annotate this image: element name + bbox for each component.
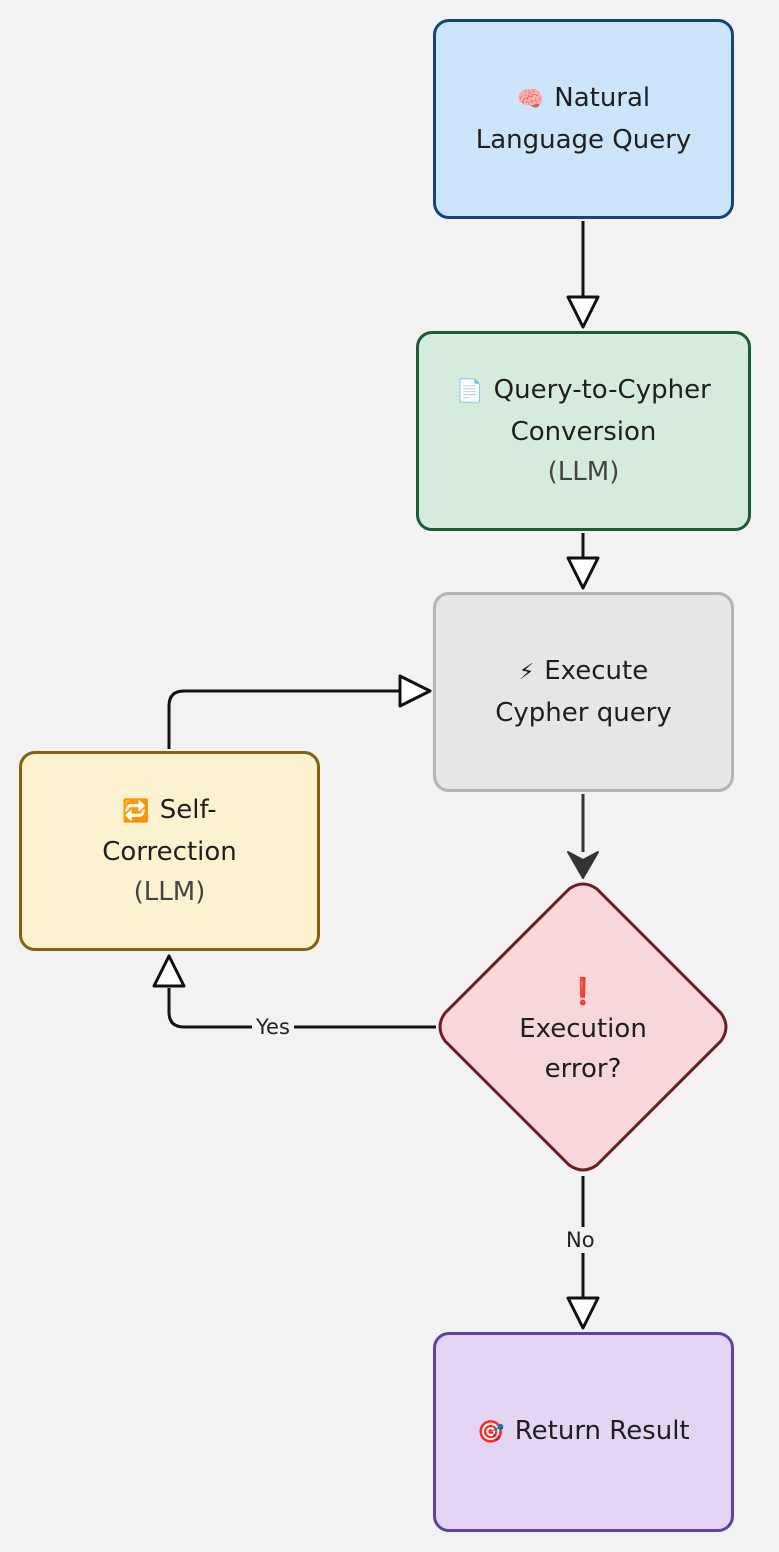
edge-error-to-result-arrow <box>566 1296 600 1330</box>
edge-error-to-selfcorrection <box>167 988 436 1029</box>
target-icon: 🎯 <box>477 1420 505 1445</box>
node-ret-line1: Return Result <box>514 1416 690 1446</box>
node-natural-language-query: 🧠 Natural Language Query <box>433 19 734 219</box>
node-exec-line1: Execute <box>544 656 649 686</box>
edge-nlq-to-conversion-arrow <box>566 295 600 329</box>
edge-label-yes: Yes <box>252 1014 294 1040</box>
node-query-to-cypher-conversion: 📄 Query-to-Cypher Conversion (LLM) <box>416 331 751 531</box>
node-self-correction: 🔁 Self- Correction (LLM) <box>19 751 320 951</box>
node-return-result: 🎯 Return Result <box>433 1332 734 1532</box>
node-self-line2: Correction <box>102 837 237 867</box>
node-nlq-line2: Language Query <box>475 125 692 155</box>
repeat-icon: 🔁 <box>122 799 150 824</box>
node-exec-line2: Cypher query <box>495 698 672 728</box>
node-conv-line3: (LLM) <box>547 457 620 487</box>
edge-error-to-selfcorrection-arrow <box>152 954 186 988</box>
node-conv-line1: Query-to-Cypher <box>493 375 711 405</box>
exclamation-icon: ❗ <box>566 977 600 1007</box>
edge-selfcorrection-to-execute <box>167 689 400 749</box>
edge-conversion-to-execute-arrow <box>566 556 600 590</box>
edge-selfcorrection-to-execute-arrow <box>398 674 432 708</box>
edge-execute-to-error-arrow <box>567 851 599 879</box>
document-icon: 📄 <box>456 379 484 404</box>
brain-icon: 🧠 <box>516 87 545 112</box>
node-err-line1: Execution <box>519 1014 647 1044</box>
edge-label-no: No <box>562 1227 599 1253</box>
node-execution-error-decision: ❗ Execution error? <box>438 882 728 1172</box>
node-nlq-line1: Natural <box>554 83 651 113</box>
lightning-icon: ⚡ <box>518 660 535 685</box>
node-self-line1: Self- <box>159 795 217 825</box>
decision-diamond-shape <box>438 882 728 1172</box>
node-conv-line2: Conversion <box>510 417 657 447</box>
node-execute-cypher-query: ⚡ Execute Cypher query <box>433 592 734 792</box>
node-err-line2: error? <box>544 1054 622 1084</box>
node-self-line3: (LLM) <box>133 877 206 907</box>
